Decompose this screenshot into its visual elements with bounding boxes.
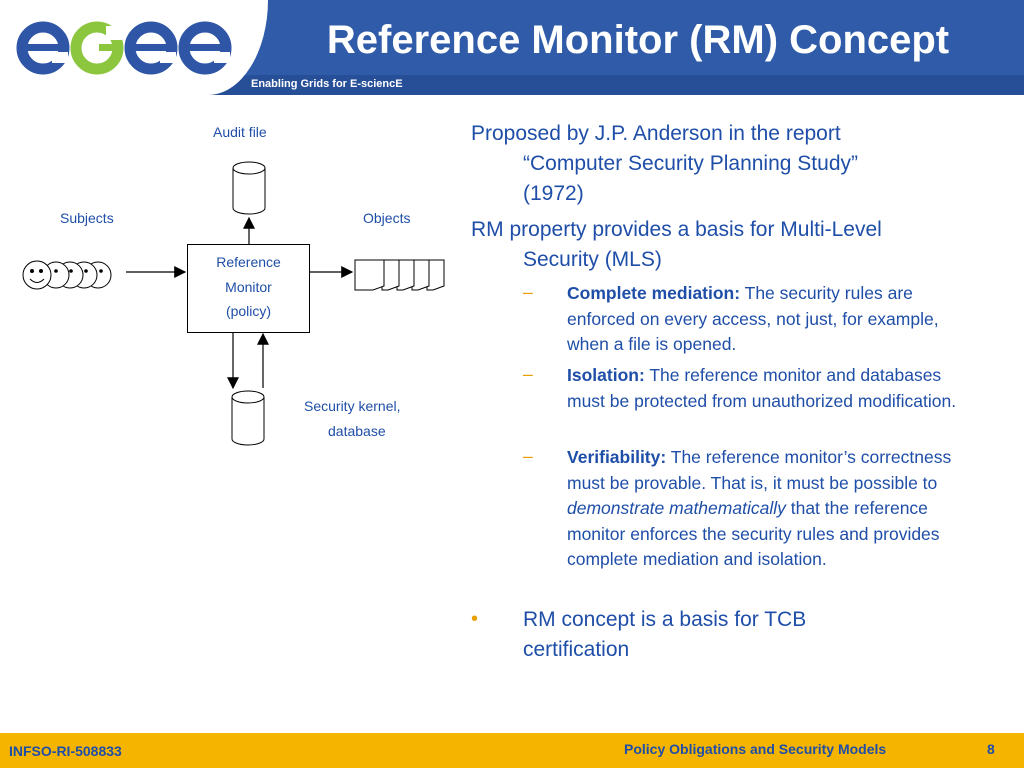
bullet-dot: •	[471, 608, 479, 630]
objects-icon	[354, 259, 445, 291]
kernel-label-line1: Security kernel,	[304, 398, 401, 414]
isolation-text: The reference monitor and databases must…	[567, 365, 957, 411]
rm-diagram-shapes	[22, 161, 445, 446]
dash-bullet-1: –	[523, 282, 533, 302]
footer-project-id: INFSO-RI-508833	[9, 743, 122, 759]
objects-label: Objects	[363, 210, 411, 226]
egee-logo	[0, 0, 268, 95]
dash-bullet-3: –	[523, 446, 533, 466]
para-anderson-line1: Proposed by J.P. Anderson in the report	[471, 122, 841, 145]
complete-mediation-title: Complete mediation:	[567, 283, 741, 303]
para-anderson-line2: “Computer Security Planning Study”	[523, 152, 858, 175]
security-kernel-cylinder	[231, 390, 265, 446]
para-anderson-line3: (1972)	[523, 182, 584, 205]
verifiability-text-a: The reference monitor’s correctness must…	[567, 447, 952, 493]
para-mls-line1: RM property provides a basis for Multi-L…	[471, 218, 882, 241]
reference-monitor-box: Reference Monitor (policy)	[187, 244, 310, 333]
verifiability-emphasis: demonstrate mathematically	[567, 498, 786, 518]
kernel-label-line2: database	[328, 423, 386, 439]
header-band	[0, 75, 1024, 95]
subjects-icon	[22, 260, 112, 290]
isolation-title: Isolation:	[567, 365, 645, 385]
sub-item-verifiability: Verifiability: The reference monitor’s c…	[567, 445, 967, 573]
rm-label-line3: (policy)	[225, 303, 272, 319]
para-tcb-line1: RM concept is a basis for TCB	[523, 608, 807, 631]
slide-header: Enabling Grids for E-sciencE Reference M…	[0, 0, 1024, 95]
rm-label-line1: Reference	[216, 254, 281, 270]
audit-file-cylinder	[232, 161, 266, 215]
footer-presentation-title: Policy Obligations and Security Models	[624, 741, 887, 757]
dash-bullet-2: –	[523, 364, 533, 384]
slide-title: Reference Monitor (RM) Concept	[326, 18, 950, 62]
footer-page-number: 8	[987, 741, 995, 757]
verifiability-title: Verifiability:	[567, 447, 667, 467]
header-tagline: Enabling Grids for E-sciencE	[251, 78, 403, 90]
sub-item-complete-mediation: Complete mediation: The security rules a…	[567, 281, 967, 358]
slide-footer: INFSO-RI-508833 Policy Obligations and S…	[0, 733, 1024, 768]
subjects-label: Subjects	[60, 210, 114, 226]
egee-logo-mark	[16, 21, 232, 75]
complete-mediation-text: The security rules are enforced on every…	[567, 283, 939, 354]
rm-label-line2: Monitor	[225, 279, 272, 295]
para-mls-line2: Security (MLS)	[523, 248, 662, 271]
audit-file-label: Audit file	[213, 124, 267, 140]
verifiability-text-b: that the reference monitor enforces the …	[567, 498, 940, 569]
para-tcb-line2: certification	[523, 638, 630, 661]
sub-item-isolation: Isolation: The reference monitor and dat…	[567, 363, 967, 414]
